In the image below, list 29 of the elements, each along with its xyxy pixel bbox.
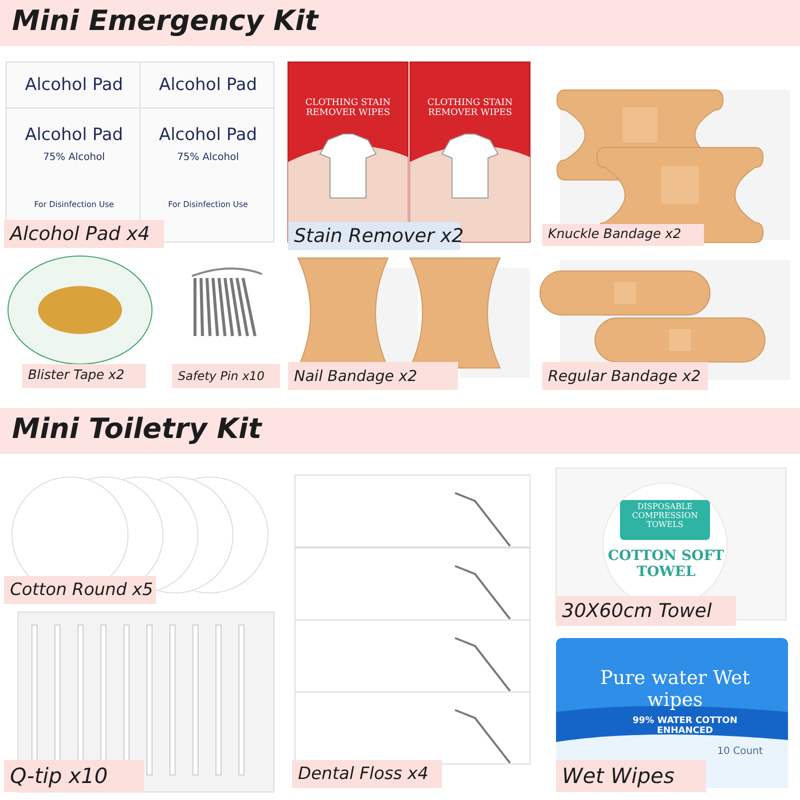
package-text: For Disinfection Use: [33, 200, 115, 210]
package-text: 75% Alcohol: [176, 152, 240, 164]
package-text: 10 Count: [716, 746, 764, 758]
item-caption: Nail Bandage x2: [288, 362, 458, 390]
item-caption: Knuckle Bandage x2: [542, 224, 704, 246]
package-text: For Disinfection Use: [167, 200, 249, 210]
section-heading: Mini Emergency Kit: [0, 0, 800, 46]
package-text: Alcohol Pad: [24, 126, 124, 146]
package-text: CLOTHING STAIN REMOVER WIPES: [304, 98, 392, 119]
package-text: Alcohol Pad: [158, 76, 258, 96]
item-caption: 30X60cm Towel: [556, 596, 736, 626]
item-caption: Cotton Round x5: [4, 576, 156, 604]
package-text: Alcohol Pad: [24, 76, 124, 96]
item-caption: Alcohol Pad x4: [4, 220, 164, 248]
package-text: 99% WATER COTTON ENHANCED: [632, 716, 738, 737]
item-caption: Regular Bandage x2: [542, 362, 708, 390]
package-text: 75% Alcohol: [42, 152, 106, 164]
section-heading: Mini Toiletry Kit: [0, 408, 800, 454]
item-caption: Dental Floss x4: [292, 760, 442, 788]
item-caption: Wet Wipes: [556, 760, 706, 792]
item-caption: Safety Pin x10: [172, 364, 280, 388]
item-caption: Blister Tape x2: [22, 364, 146, 388]
package-text: CLOTHING STAIN REMOVER WIPES: [426, 98, 514, 119]
item-caption: Stain Remover x2: [288, 222, 460, 250]
package-text: DISPOSABLE COMPRESSION TOWELS: [631, 502, 699, 530]
package-text: COTTON SOFT TOWEL: [606, 548, 726, 580]
package-text: Pure water Wet wipes: [599, 668, 751, 712]
item-caption: Q-tip x10: [4, 760, 144, 792]
package-text: Alcohol Pad: [158, 126, 258, 146]
